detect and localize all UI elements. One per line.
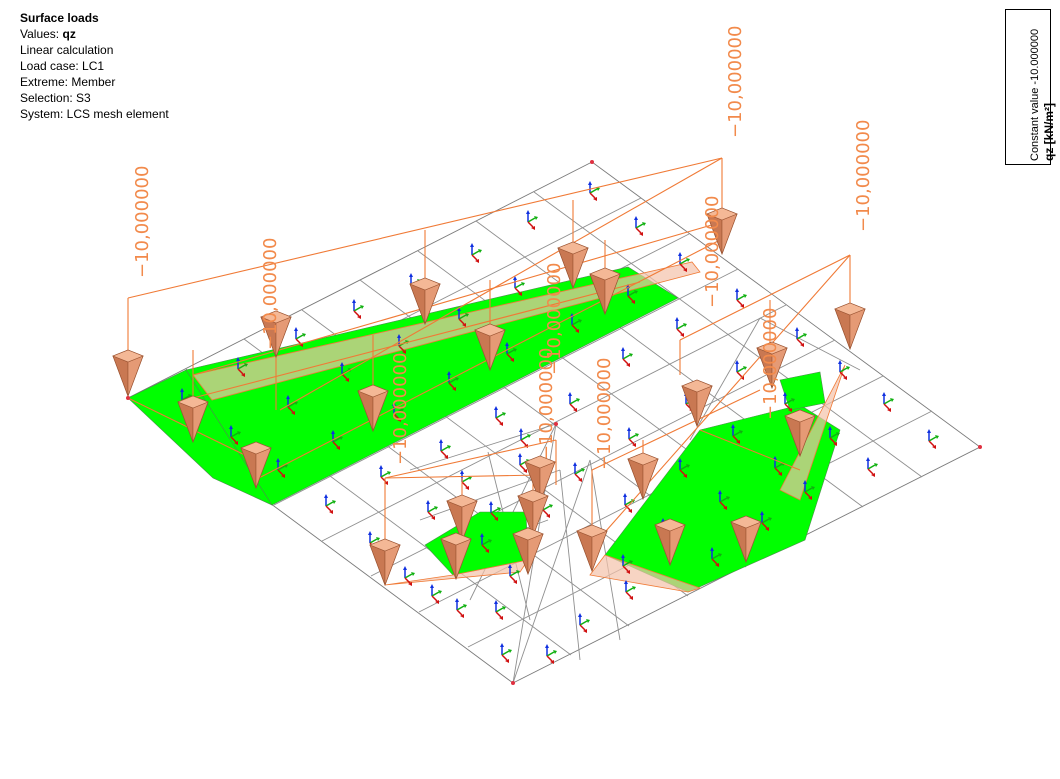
load-value-label: −10,000000 — [594, 358, 615, 470]
load-value-label: −10,000000 — [536, 348, 557, 460]
node-point-icon — [554, 422, 558, 426]
extreme: Extreme: Member — [20, 75, 116, 89]
load-value-label: −10,000000 — [702, 196, 723, 308]
load-value-label: −10,000000 — [760, 308, 781, 420]
coordinate-system: System: LCS mesh element — [20, 107, 169, 121]
diagram-info: Surface loads Values: qz Linear calculat… — [20, 10, 169, 122]
load-value-label: −10,000000 — [544, 263, 565, 375]
load-lines — [127, 157, 851, 550]
diagram-title: Surface loads — [20, 11, 99, 25]
node-point-icon — [590, 160, 594, 164]
load-value-label: −10,000000 — [853, 120, 874, 232]
load-value-label: −10,000000 — [390, 353, 411, 465]
legend-box: Constant value -10.000000 qz [kN/m²] — [1005, 9, 1056, 165]
load-value-label: −10,000000 — [725, 26, 746, 138]
node-point-icon — [511, 681, 515, 685]
load-case: Load case: LC1 — [20, 59, 105, 73]
node-point-icon — [978, 445, 982, 449]
values-symbol: qz — [62, 27, 76, 41]
calculation-type: Linear calculation — [20, 43, 114, 57]
values-label: Values: — [20, 27, 60, 41]
load-value-label: −10,000000 — [132, 166, 153, 278]
values-line: Values: qz — [20, 26, 169, 42]
corner-nodes — [126, 160, 982, 685]
load-value-label: −10,000000 — [260, 238, 281, 350]
selection: Selection: S3 — [20, 91, 91, 105]
node-point-icon — [126, 396, 130, 400]
load-value-labels: −10,000000 −10,000000 −10,000000 −10,000… — [132, 26, 874, 470]
